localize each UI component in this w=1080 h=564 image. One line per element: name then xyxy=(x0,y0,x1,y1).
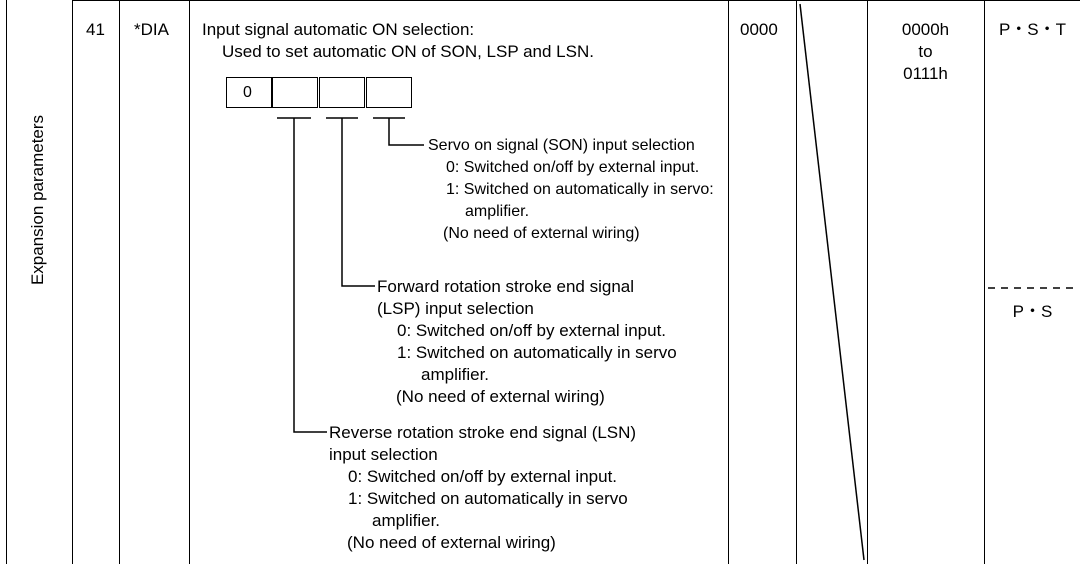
control-mode-all: P・S・T xyxy=(998,20,1067,39)
lsp-title-cont: (LSP) input selection xyxy=(377,299,534,318)
son-note: (No need of external wiring) xyxy=(443,225,640,242)
lsp-option-1: 1: Switched on automatically in servo xyxy=(397,343,677,362)
son-option-1-cont: amplifier. xyxy=(465,203,530,220)
lsp-option-1-cont: amplifier. xyxy=(421,365,490,384)
table-border-left xyxy=(6,0,7,564)
parameter-description: Used to set automatic ON of SON, LSP and… xyxy=(222,42,594,61)
digit-box-1-value: 0 xyxy=(243,84,252,101)
control-mode-ps: P・S xyxy=(1012,302,1053,321)
digit-box-4 xyxy=(366,77,412,108)
column-divider-desc xyxy=(728,0,729,564)
lsn-title: Reverse rotation stroke end signal (LSN) xyxy=(329,423,637,442)
column-divider-initial xyxy=(796,0,797,564)
digit-box-2 xyxy=(272,77,318,108)
setting-range-min: 0000h xyxy=(901,20,950,39)
column-divider-range xyxy=(984,0,985,564)
setting-range-to: to xyxy=(918,42,933,61)
son-title: Servo on signal (SON) input selection xyxy=(428,137,695,154)
lsp-option-0: 0: Switched on/off by external input. xyxy=(397,321,667,340)
setting-range-max: 0111h xyxy=(903,64,948,83)
parameter-symbol: *DIA xyxy=(134,20,169,39)
column-divider-symbol xyxy=(119,0,120,564)
lsn-option-0: 0: Switched on/off by external input. xyxy=(348,467,618,486)
digit-box-3 xyxy=(319,77,365,108)
lsp-title: Forward rotation stroke end signal xyxy=(377,277,635,296)
digit-box-1: 0 xyxy=(226,77,272,108)
son-option-0: 0: Switched on/off by external input. xyxy=(446,159,700,176)
parameter-name: Input signal automatic ON selection: xyxy=(202,20,475,39)
lsn-title-cont: input selection xyxy=(329,445,438,464)
lsn-option-1-cont: amplifier. xyxy=(372,511,441,530)
initial-value: 0000 xyxy=(740,20,778,39)
column-divider-unit xyxy=(867,0,868,564)
parameter-number: 41 xyxy=(86,20,105,39)
son-option-1: 1: Switched on automatically in servo: xyxy=(446,181,714,198)
table-top-border xyxy=(72,0,1080,1)
lsn-note: (No need of external wiring) xyxy=(347,533,556,552)
lsn-option-1: 1: Switched on automatically in servo xyxy=(348,489,628,508)
column-divider-name xyxy=(189,0,190,564)
lsp-note: (No need of external wiring) xyxy=(396,387,605,406)
column-divider-no xyxy=(72,0,73,564)
